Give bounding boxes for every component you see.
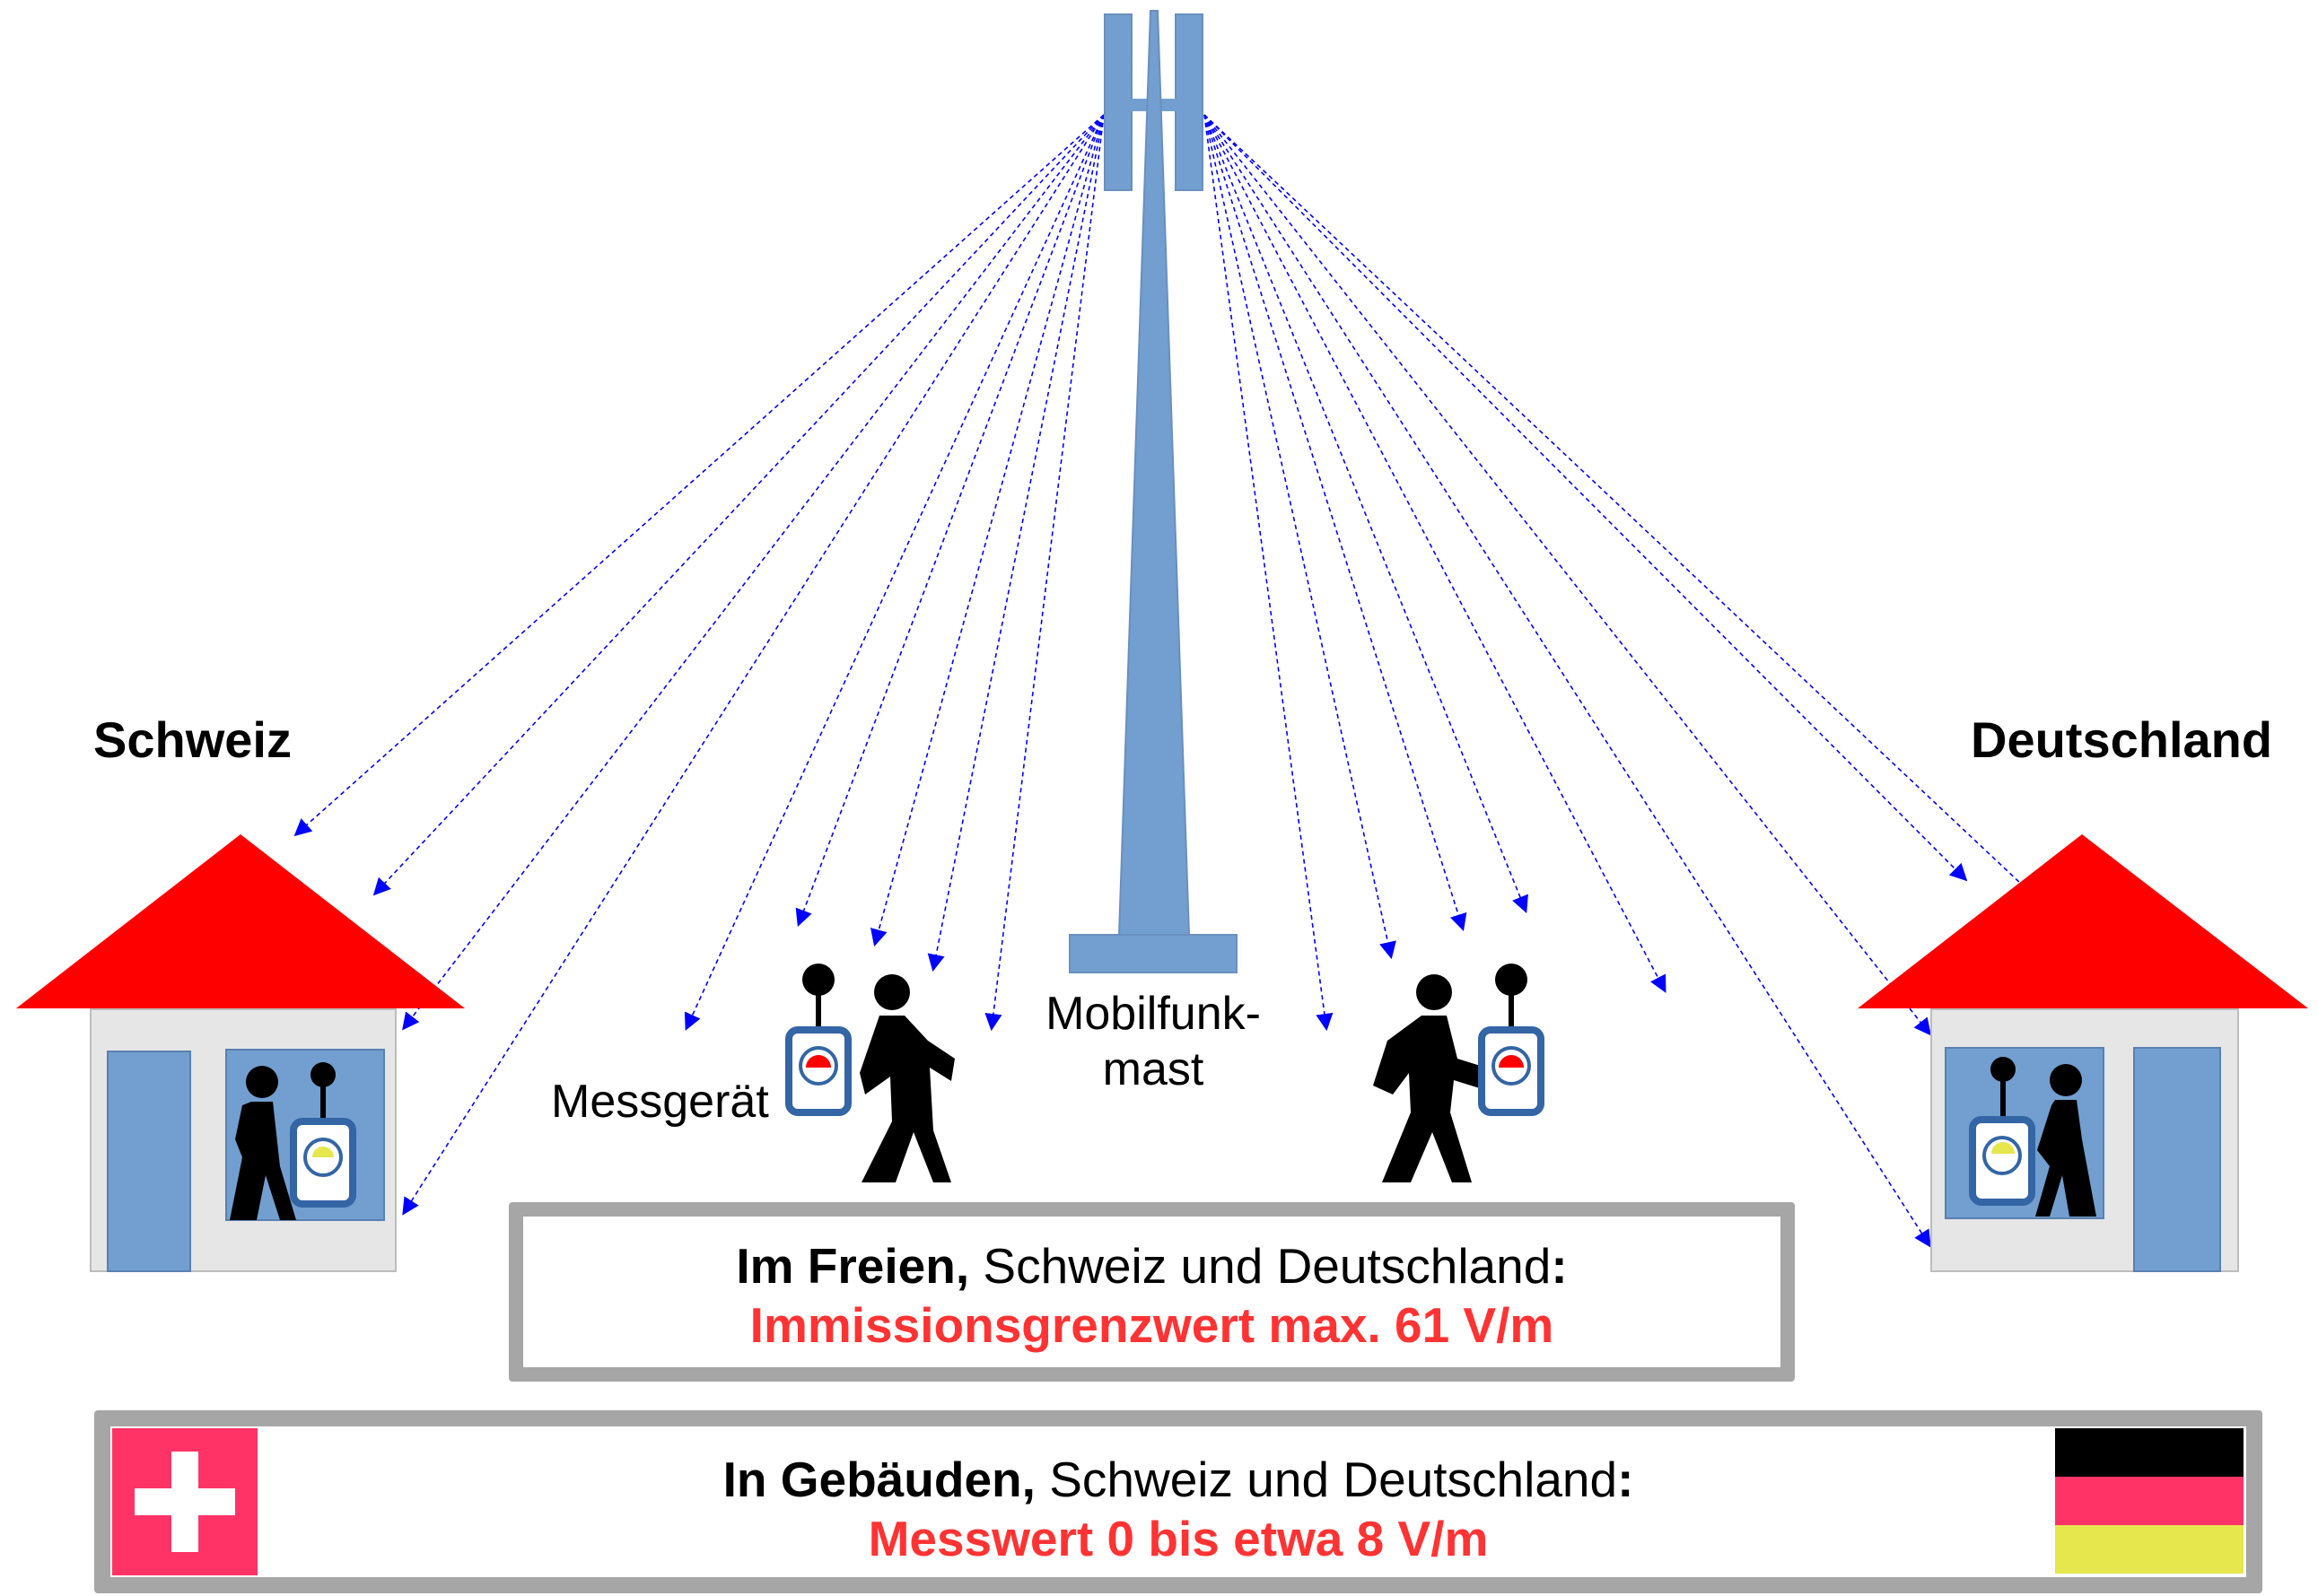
indoor-value-box: In Gebäuden, Schweiz und Deutschland: Me… bbox=[94, 1410, 2262, 1593]
meter-icon bbox=[1972, 1057, 2032, 1202]
signal-arrow bbox=[927, 114, 1105, 972]
signal-arrow bbox=[1203, 114, 1334, 1032]
outdoor-heading-colon: : bbox=[1551, 1238, 1568, 1294]
outdoor-limit-box: Im Freien, Schweiz und Deutschland: Immi… bbox=[509, 1202, 1795, 1382]
signal-arrow bbox=[1203, 114, 1931, 1248]
outdoor-heading-bold: Im Freien, bbox=[736, 1238, 970, 1294]
meter-icon bbox=[1482, 964, 1541, 1112]
signal-arrow bbox=[1203, 114, 2040, 902]
swiss-flag-icon bbox=[112, 1428, 258, 1575]
person-icon bbox=[230, 1066, 296, 1220]
country-label-switzerland: Schweiz bbox=[93, 711, 292, 768]
outdoor-value: Immissionsgrenzwert max. 61 V/m bbox=[749, 1297, 1554, 1353]
signal-arrow bbox=[1203, 114, 1528, 913]
person-icon bbox=[860, 974, 955, 1182]
meter-icon bbox=[293, 1062, 353, 1204]
indoor-heading-colon: : bbox=[1617, 1452, 1634, 1507]
signal-arrow bbox=[1203, 114, 1666, 993]
outdoor-heading-rest: Schweiz und Deutschland bbox=[969, 1238, 1552, 1294]
indoor-heading-rest: Schweiz und Deutschland bbox=[1035, 1452, 1618, 1507]
person-icon bbox=[1373, 974, 1486, 1182]
signal-arrow bbox=[1203, 114, 1968, 882]
signal-arrow bbox=[402, 114, 1105, 1031]
house-icon bbox=[1858, 834, 2308, 1272]
german-flag-icon bbox=[2055, 1428, 2244, 1574]
signal-arrow bbox=[1203, 114, 1931, 1036]
mast-icon bbox=[1069, 10, 1238, 973]
signal-arrows bbox=[293, 114, 2040, 1248]
signal-arrow bbox=[1203, 114, 1396, 960]
mast-label: Mobilfunk- mast bbox=[1032, 986, 1274, 1097]
mast-label-line1: Mobilfunk- bbox=[1045, 988, 1261, 1040]
country-label-germany: Deutschland bbox=[1971, 711, 2273, 768]
indoor-heading: In Gebäuden, Schweiz und Deutschland: bbox=[110, 1450, 2246, 1509]
signal-arrow bbox=[372, 114, 1105, 896]
mast-label-line2: mast bbox=[1102, 1043, 1204, 1095]
indoor-heading-bold: In Gebäuden, bbox=[722, 1452, 1036, 1507]
signal-arrow bbox=[402, 114, 1105, 1216]
signal-arrow bbox=[684, 114, 1105, 1031]
signal-arrow bbox=[293, 114, 1105, 837]
indoor-value: Messwert 0 bis etwa 8 V/m bbox=[868, 1511, 1489, 1566]
meter-icon bbox=[789, 964, 848, 1112]
device-label: Messgerät bbox=[551, 1076, 769, 1128]
person-icon bbox=[2035, 1064, 2096, 1217]
signal-arrow bbox=[984, 114, 1105, 1032]
signal-arrow bbox=[795, 114, 1105, 927]
signal-arrow bbox=[1203, 114, 1467, 932]
house-icon bbox=[16, 834, 465, 1272]
signal-arrow bbox=[870, 114, 1105, 947]
outdoor-heading: Im Freien, Schweiz und Deutschland: bbox=[523, 1236, 1780, 1295]
